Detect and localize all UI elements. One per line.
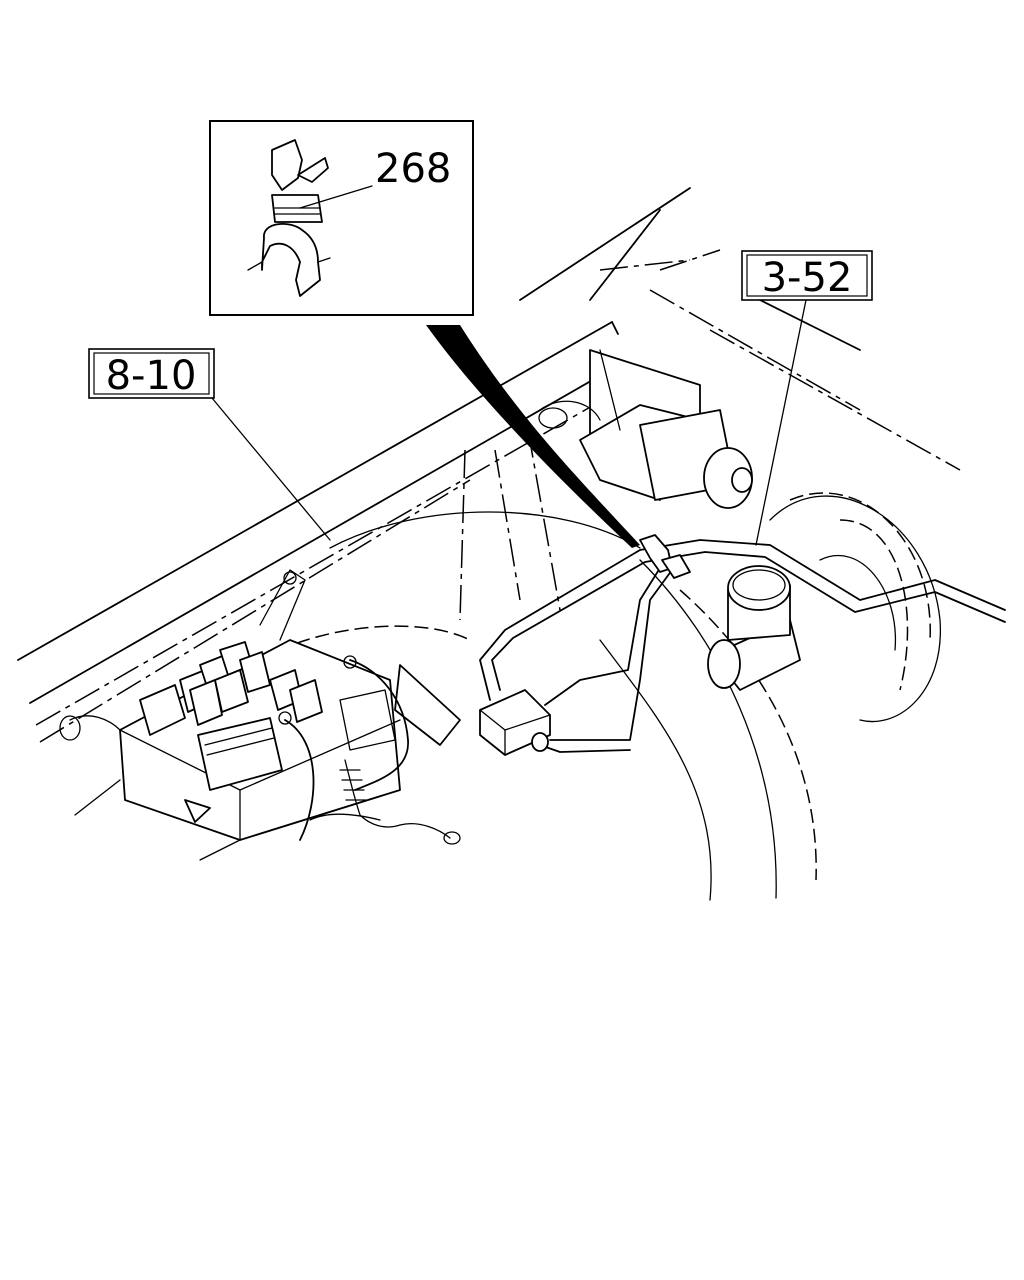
master-cylinder-icon <box>707 565 801 691</box>
leader-line-268 <box>299 185 373 209</box>
ref-box-3-52: 3-52 <box>741 250 873 301</box>
wiper-motor-icon <box>538 349 753 509</box>
part-number-268: 268 <box>375 146 451 192</box>
harness-connector-icon <box>479 689 551 756</box>
inset-detail: 268 <box>209 120 474 316</box>
harness-clip-icon <box>639 534 691 579</box>
clip-detail-icon <box>247 139 331 297</box>
ref-label-8-10: 8-10 <box>106 353 197 399</box>
inset-pointer <box>426 325 640 548</box>
leader-line-8-10 <box>211 397 331 541</box>
relay-fuse-box-icon <box>59 569 461 861</box>
ref-box-8-10: 8-10 <box>88 348 215 399</box>
brake-booster-icon <box>769 492 941 723</box>
ground-terminal-icon <box>278 655 461 845</box>
leader-line-3-52 <box>755 299 807 546</box>
wiring-harness <box>479 539 1006 753</box>
ref-label-3-52: 3-52 <box>762 255 853 301</box>
